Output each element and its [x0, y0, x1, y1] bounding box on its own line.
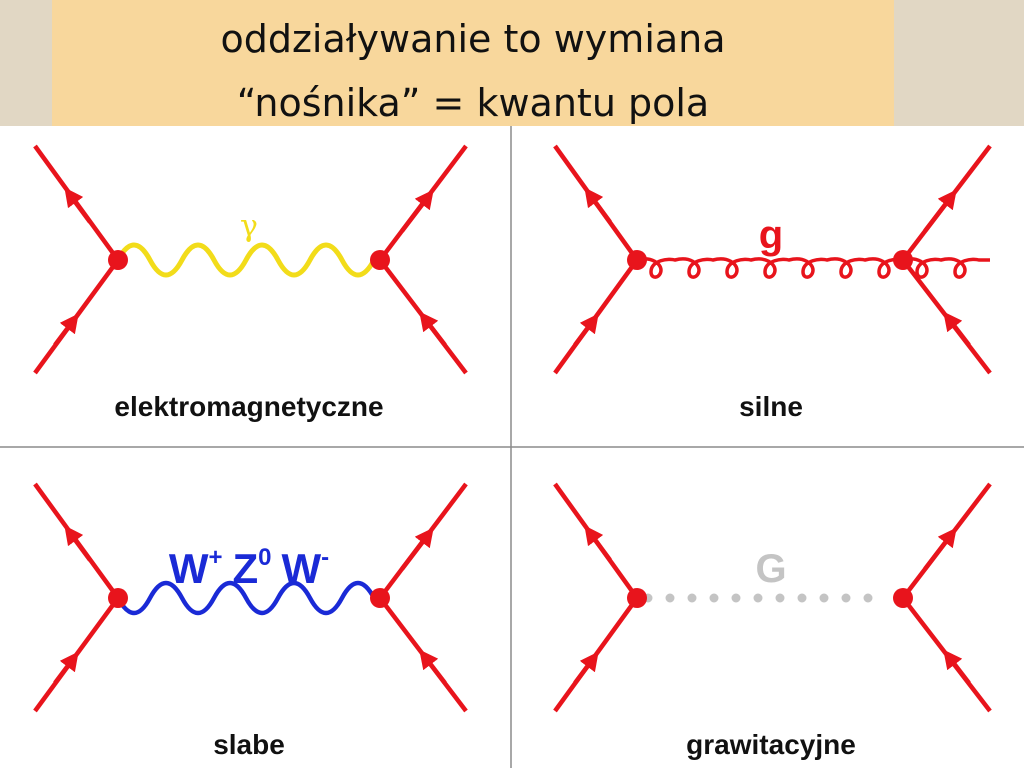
vertex	[627, 250, 647, 270]
graviton-symbol: G	[755, 547, 786, 591]
gluon-coil	[636, 257, 990, 279]
vertex	[108, 250, 128, 270]
fermion-lines	[553, 482, 992, 713]
vertex	[627, 588, 647, 608]
panel-gravitational: G grawitacyjne	[553, 482, 992, 760]
panel-label-weak: slabe	[213, 729, 285, 760]
fermion-lines	[553, 144, 992, 375]
photon-wave	[115, 242, 377, 278]
feynman-diagrams-grid: γ elektromagnetyczne g silne	[0, 126, 1024, 768]
panel-strong: g silne	[553, 144, 992, 422]
vertex	[370, 588, 390, 608]
panel-electromagnetic: γ elektromagnetyczne	[33, 144, 468, 422]
weak-boson-wave	[115, 580, 377, 616]
title-box: oddziaływanie to wymiana “nośnika” = kwa…	[52, 0, 894, 126]
feynman-diagrams-svg: γ elektromagnetyczne g silne	[0, 126, 1024, 768]
vertex	[370, 250, 390, 270]
panel-label-gravitational: grawitacyjne	[686, 729, 856, 760]
title-line-2: “nośnika” = kwantu pola	[236, 81, 710, 125]
fermion-lines	[33, 482, 468, 713]
gluon-symbol: g	[759, 213, 783, 257]
vertex	[893, 588, 913, 608]
panel-label-strong: silne	[739, 391, 803, 422]
vertex	[893, 250, 913, 270]
fermion-lines	[33, 144, 468, 375]
photon-symbol: γ	[240, 209, 258, 244]
panel-label-electromagnetic: elektromagnetyczne	[114, 391, 383, 422]
title-line-1: oddziaływanie to wymiana	[220, 17, 726, 61]
vertex	[108, 588, 128, 608]
